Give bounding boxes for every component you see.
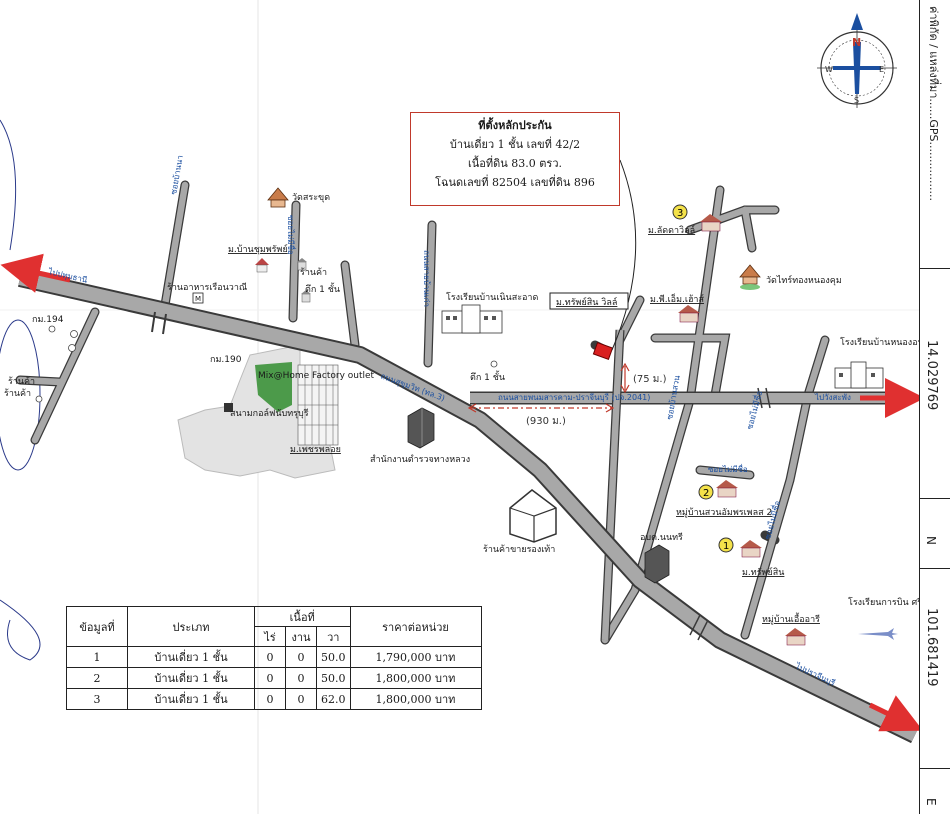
label-highway-office: สำนักงานตำรวจทางหลวง <box>370 454 470 465</box>
label-km194: กม.194 <box>32 315 64 325</box>
comparable-price-table: ข้อมูลที่ ประเภท เนื้อที่ ราคาต่อหน่วย ไ… <box>66 606 482 710</box>
main-highway <box>18 269 919 744</box>
sidebar-latitude: 14.029769 <box>924 340 939 411</box>
label-shop3: ร้านค้า <box>4 388 31 399</box>
road-label-soi-e: ซอยไม่มีชื่อ <box>708 463 748 474</box>
coordinate-sidebar: ค่าพิกัด / แหล่งที่มา......GPS..........… <box>919 0 950 814</box>
svg-text:1: 1 <box>723 541 729 552</box>
housing-grid <box>297 364 339 446</box>
airplane-icon <box>858 628 898 640</box>
label-moo-ban-suan: หมู่บ้านสวนอัมพรเพลส 2 <box>676 507 772 518</box>
compass-rose: N S E W <box>817 13 897 108</box>
road-label-soi-c: ถนนสายบ้านเก่า <box>422 250 431 307</box>
label-school1: โรงเรียนบ้านเนินสะอาด <box>446 292 538 303</box>
label-obt: อบต.นนทรี <box>640 532 683 543</box>
comparable-house-pm <box>678 305 700 323</box>
property-marker <box>592 341 614 361</box>
col-header-area: เนื้อที่ <box>254 606 351 627</box>
table-row: 1 บ้านเดี่ยว 1 ชั้น 0 0 50.0 1,790,000 บ… <box>66 646 482 668</box>
marker-3: 3 <box>672 204 688 220</box>
road-label-to-wongsa: ไปวังสะพัง <box>814 393 851 402</box>
svg-text:(75 ม.): (75 ม.) <box>633 374 667 385</box>
house-large-icon <box>509 489 557 543</box>
label-school3: โรงเรียนการบิน ศรีราชาเอวิเอชั่น <box>848 595 919 608</box>
office-icon-2 <box>644 544 670 584</box>
comparable-house-3 <box>700 214 722 232</box>
label-km190: กม.190 <box>210 355 242 365</box>
svg-text:M: M <box>195 295 201 303</box>
label-moo-ban-phet: ม.เพชรพลอย <box>290 445 341 455</box>
table-row: 2 บ้านเดี่ยว 1 ชั้น 0 0 50.0 1,800,000 บ… <box>66 667 482 689</box>
house-icon: M <box>35 258 498 412</box>
label-wat-sra-chud: วัดสระขุด <box>292 193 330 203</box>
sidebar-e: E <box>924 798 938 806</box>
hand-line <box>0 119 17 251</box>
minor-roads <box>15 180 830 645</box>
golf-green <box>255 362 292 412</box>
svg-text:2: 2 <box>703 488 709 499</box>
label-building2: ตึก 1 ชั้น <box>470 370 505 383</box>
sidebar-source-label: ค่าพิกัด / แหล่งที่มา......GPS..........… <box>927 6 940 201</box>
compass-n: N <box>852 36 861 49</box>
sidebar-n: N <box>924 536 938 545</box>
marker-2: 2 <box>698 484 714 500</box>
col-header-wa: วา <box>316 626 351 647</box>
temple-icon-2 <box>739 264 761 290</box>
label-restaurant: ร้านอาหารเรือนวาณี <box>167 282 247 293</box>
school-icon-2 <box>834 361 884 389</box>
label-moo-ban-sap2: ม.ทรัพย์สิน <box>742 566 784 578</box>
comparable-house-ua <box>785 628 807 646</box>
direction-arrows <box>0 253 919 732</box>
label-moo-ban-sap-box: ม.ทรัพย์สิน วิลล์ <box>549 292 629 310</box>
label-shoe-shop: ร้านค้าขายรองเท้า <box>483 544 555 555</box>
col-header-type: ประเภท <box>127 606 255 647</box>
table-row: 3 บ้านเดี่ยว 1 ชั้น 0 0 62.0 1,800,000 บ… <box>66 688 482 710</box>
col-header-price: ราคาต่อหน่วย <box>349 606 482 647</box>
location-map: ไปปทุมธานี ถนนสุขุมวิท (ทล.3) ถนนสายพนมส… <box>0 0 919 814</box>
sidebar-longitude: 101.681419 <box>924 608 939 687</box>
distance-75m: (75 ม.) <box>620 362 667 394</box>
compass-e: E <box>879 65 884 74</box>
label-shop2: ร้านค้า <box>8 376 35 387</box>
road-2041 <box>470 329 905 641</box>
school-icon <box>441 304 503 334</box>
compass-s: S <box>854 96 859 105</box>
label-moo-ban-ua: หมู่บ้านเอื้ออารี <box>762 612 820 625</box>
label-moo-ban-pk: ม.พี.เอ็ม.เฮ้าส์ <box>650 292 704 305</box>
marker-1: 1 <box>718 537 734 553</box>
comparable-house-1 <box>740 540 762 558</box>
label-building1: ตึก 1 ชั้น <box>305 282 340 295</box>
office-icon <box>407 407 435 449</box>
hand-ellipse <box>0 319 41 471</box>
label-wat-nong: วัดไทร์ทองหนองคุม <box>766 274 842 286</box>
svg-text:(930 ม.): (930 ม.) <box>526 416 566 427</box>
comparable-house-2 <box>716 480 738 498</box>
label-school2: โรงเรียนบ้านหนองอนามัย <box>840 337 919 348</box>
callout-line <box>611 159 637 351</box>
col-header-ngan: งาน <box>285 626 317 647</box>
hand-scribble <box>0 599 41 661</box>
distance-930m: (930 ม.) <box>467 403 615 427</box>
info-line1: บ้านเดี่ยว 1 ชั้น เลขที่ 42/2 <box>449 138 581 151</box>
info-line3: โฉนดเลขที่ 82504 เลขที่ดิน 896 <box>435 176 595 189</box>
temple-icon <box>267 187 289 208</box>
label-shop: ร้านค้า <box>300 267 327 278</box>
road-label-soi-b: ซอยไม่มีชื่อ <box>286 215 297 255</box>
col-header-no: ข้อมูลที่ <box>66 606 128 647</box>
col-header-rai: ไร่ <box>254 626 286 647</box>
info-line2: เนื้อที่ดิน 83.0 ตรว. <box>467 157 562 170</box>
svg-text:3: 3 <box>677 208 683 219</box>
info-title: ที่ตั้งหลักประกัน <box>478 119 552 132</box>
label-factory-outlet: Mix@Home Factory outlet <box>258 371 375 381</box>
label-moo-ban-lat: ม.ลัดดาวิลล์ <box>648 224 695 236</box>
compass-w: W <box>825 65 833 74</box>
svg-text:ม.ทรัพย์สิน วิลล์: ม.ทรัพย์สิน วิลล์ <box>556 296 617 308</box>
road-label-2041: ถนนสายพนมสารคาม-ปราจีนบุรี (ปจ.2041) <box>498 393 650 402</box>
collateral-info-box: ที่ตั้งหลักประกัน บ้านเดี่ยว 1 ชั้น เลขท… <box>410 112 620 206</box>
label-moo-ban-chomprai: ม.บ้านชุมพรัพย์ <box>228 243 288 255</box>
label-golf: สนามกอล์ฟนับทรุบุรี <box>230 407 309 419</box>
